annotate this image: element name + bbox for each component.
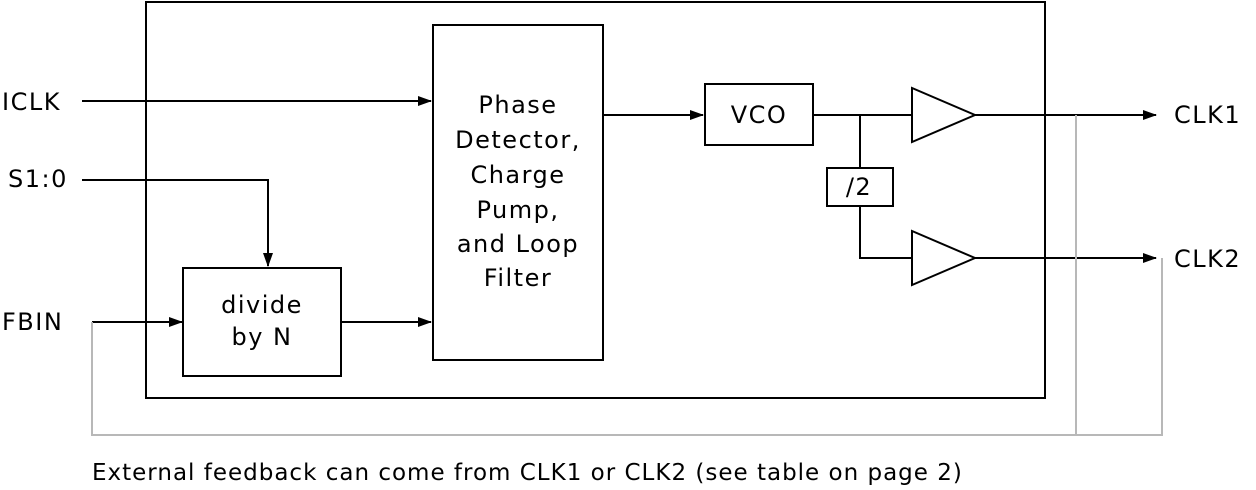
buffer-1-triangle <box>911 86 978 144</box>
divide-by-2-label: /2 <box>846 173 872 201</box>
input-label-fbin: FBIN <box>2 308 63 336</box>
output-label-clk2: CLK2 <box>1174 245 1241 273</box>
divide-by-n-block <box>182 267 342 377</box>
vco-block <box>704 83 814 146</box>
divider2-to-buffer2-wire <box>859 206 912 259</box>
diagram-caption: External feedback can come from CLK1 or … <box>92 460 963 486</box>
external-feedback-path <box>91 258 1163 436</box>
s1-0-wire <box>82 179 273 267</box>
buffer-2-triangle <box>911 229 978 287</box>
phase-detector-label-line1: Phase <box>478 91 557 119</box>
phase-detector-label-line5: and Loop <box>457 230 579 258</box>
divide-by-n-label-line2: by N <box>231 323 292 351</box>
vco-label: VCO <box>731 101 788 129</box>
input-label-iclk: ICLK <box>2 88 61 116</box>
divide-by-2-block <box>826 167 894 207</box>
divide-by-n-label-line1: divide <box>221 291 303 319</box>
phase-detector-label-line6: Filter <box>484 264 552 292</box>
phase-detector-block <box>432 24 604 361</box>
output-label-clk1: CLK1 <box>1174 101 1241 129</box>
phase-detector-label-line4: Pump, <box>476 196 559 224</box>
phase-detector-label-line3: Charge <box>470 161 565 189</box>
input-label-s1-0: S1:0 <box>8 165 68 193</box>
phase-detector-label-line2: Detector, <box>455 126 581 154</box>
